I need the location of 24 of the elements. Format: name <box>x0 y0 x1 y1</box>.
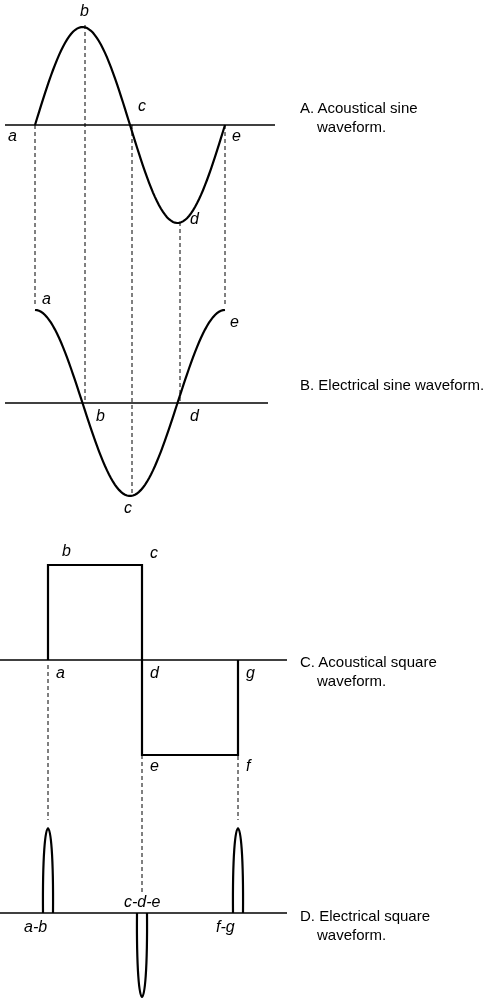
point-label: f-g <box>216 918 235 936</box>
waveform-caption: A. Acoustical sine waveform. <box>300 98 419 136</box>
point-label: a <box>42 290 51 308</box>
point-label: a <box>56 664 65 682</box>
point-label: d <box>150 664 159 682</box>
point-label: c <box>138 97 146 115</box>
point-label: d <box>190 210 199 228</box>
waveform-caption: C. Acoustical square waveform. <box>300 652 438 690</box>
point-label: c <box>124 499 132 517</box>
waveform-caption: D. Electrical square waveform. <box>300 906 432 944</box>
point-label: c-d-e <box>124 893 161 911</box>
point-label: e <box>150 757 159 775</box>
point-label: b <box>96 407 105 425</box>
point-label: a-b <box>24 918 48 936</box>
point-label: c <box>150 544 158 562</box>
point-label: e <box>232 127 241 145</box>
point-label: b <box>80 2 89 20</box>
point-label: e <box>230 313 239 331</box>
point-label: d <box>190 407 199 425</box>
point-label: b <box>62 542 71 560</box>
point-label: g <box>246 664 255 682</box>
point-label: a <box>8 127 17 145</box>
waveform-caption: B. Electrical sine waveform. <box>300 375 486 394</box>
point-label: f <box>246 757 251 775</box>
